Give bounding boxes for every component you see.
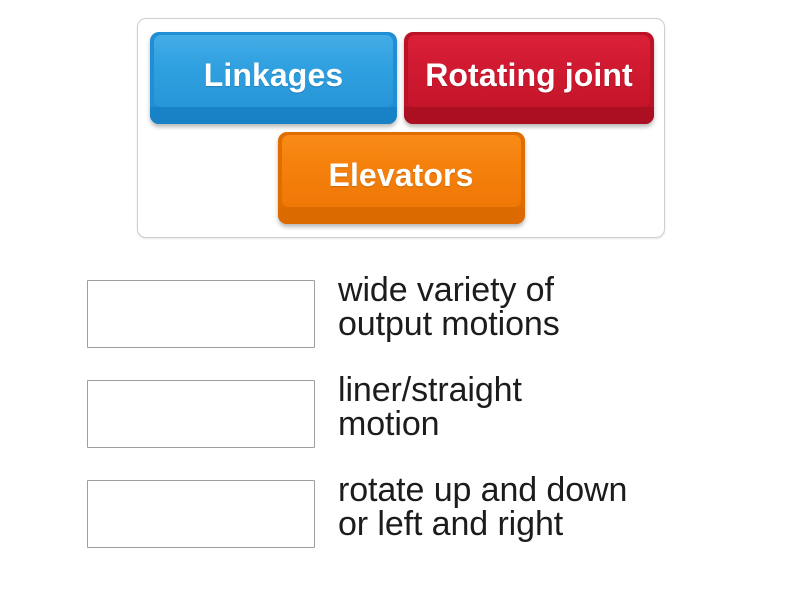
answer-text-line: wide variety of [338, 271, 554, 309]
answer-text-line: output motions [338, 305, 560, 343]
answer-row: rotate up and down or left and right [0, 472, 800, 572]
answer-text-line: liner/straight [338, 371, 522, 409]
draggable-tile-linkages[interactable]: Linkages [150, 32, 397, 124]
draggable-tile-rotating-joint[interactable]: Rotating joint [404, 32, 654, 124]
drop-zone-3[interactable] [87, 480, 315, 548]
tile-row-1: Linkages Rotating joint [138, 32, 676, 128]
answer-text-line: rotate up and down [338, 471, 628, 509]
answer-text-1: wide variety of output motions [338, 272, 560, 341]
answer-text-line: or left and right [338, 505, 564, 543]
draggable-tiles-tray: Linkages Rotating joint Elevators [137, 18, 665, 238]
answer-row: liner/straight motion [0, 372, 800, 472]
answer-list: wide variety of output motions liner/str… [0, 272, 800, 572]
tile-row-2: Elevators [138, 132, 664, 228]
drop-zone-2[interactable] [87, 380, 315, 448]
answer-text-line: motion [338, 405, 440, 443]
answer-text-2: liner/straight motion [338, 372, 522, 441]
drop-zone-1[interactable] [87, 280, 315, 348]
answer-row: wide variety of output motions [0, 272, 800, 372]
tile-label: Linkages [203, 57, 344, 93]
answer-text-3: rotate up and down or left and right [338, 472, 627, 541]
draggable-tile-elevators[interactable]: Elevators [277, 132, 525, 224]
tile-label: Rotating joint [425, 57, 633, 93]
tile-label: Elevators [328, 157, 474, 193]
